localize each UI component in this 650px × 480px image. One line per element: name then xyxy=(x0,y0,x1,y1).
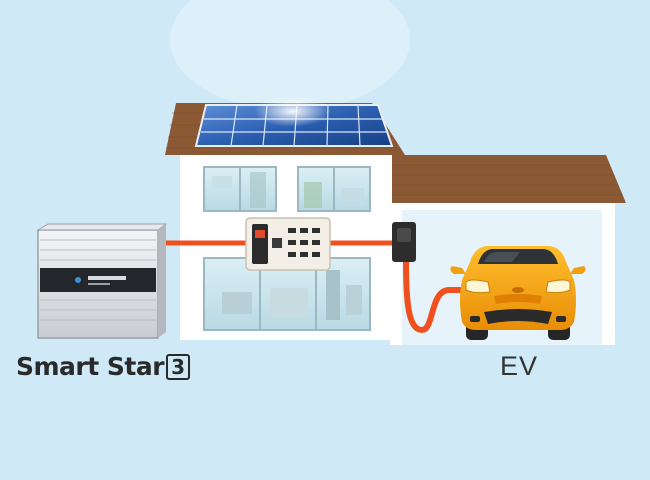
car-icon xyxy=(450,246,586,340)
ev-charger-icon xyxy=(392,222,416,262)
lower-window xyxy=(203,257,371,331)
carport-roof xyxy=(388,155,626,203)
solar-panel-icon xyxy=(194,96,394,147)
power-cables xyxy=(158,240,462,334)
brand-name: Smart Star xyxy=(16,352,165,381)
power-conditioner-icon xyxy=(245,217,331,271)
upper-window-left xyxy=(203,166,277,212)
brand-digit: 3 xyxy=(166,354,190,380)
cable-charger-to-car xyxy=(403,261,462,334)
upper-window-right xyxy=(297,166,371,212)
sky-glow xyxy=(170,0,410,110)
ev-label: EV xyxy=(500,351,539,381)
battery-unit-icon xyxy=(36,223,168,339)
